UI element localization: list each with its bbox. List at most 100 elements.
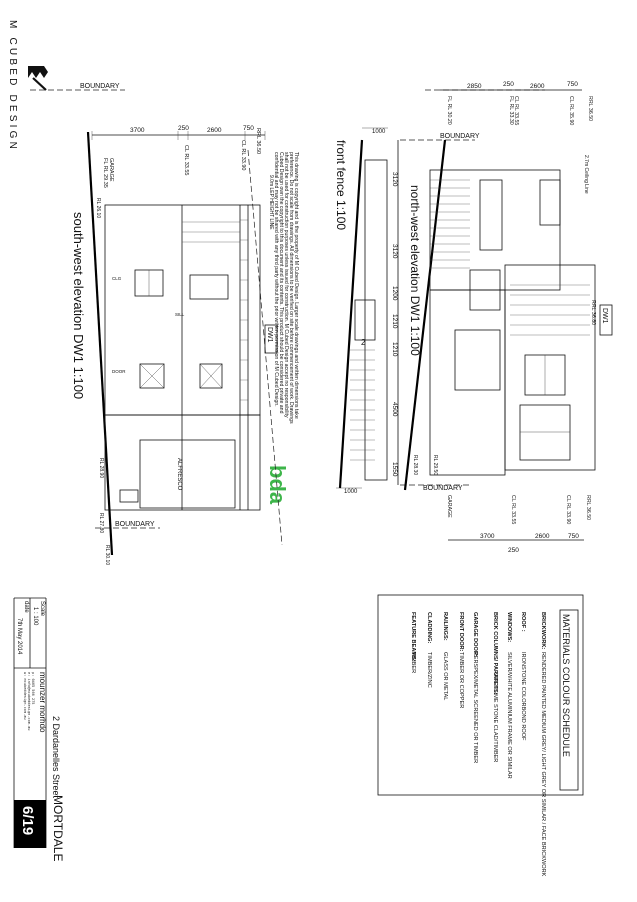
svg-text:e: info@mcubeddesign.com.au: e: info@mcubeddesign.com.au xyxy=(27,672,31,730)
svg-text:CL RL 35.90: CL RL 35.90 xyxy=(568,96,574,125)
svg-text:PERSPEX/METAL SCREENED OR TIMB: PERSPEX/METAL SCREENED OR TIMBER xyxy=(472,652,478,763)
svg-text:2: 2 xyxy=(361,338,366,347)
svg-text:3120: 3120 xyxy=(391,172,398,187)
svg-text:750: 750 xyxy=(568,533,579,540)
svg-text:DW1: DW1 xyxy=(601,308,608,324)
svg-text:2600: 2600 xyxy=(535,533,550,540)
svg-text:CL RL 33.90: CL RL 33.90 xyxy=(565,495,571,524)
svg-text:4500: 4500 xyxy=(391,402,398,417)
svg-text:1210: 1210 xyxy=(391,342,398,357)
svg-text:RAILINGS:: RAILINGS: xyxy=(442,612,448,641)
svg-text:Cubed Design own the copyright: Cubed Design own the copyright to this d… xyxy=(278,152,284,414)
copyright-notice: This drawing is copyright and is the pro… xyxy=(273,152,299,424)
schedule-title: MATERIALS COLOUR SCHEDULE xyxy=(561,614,571,757)
svg-text:GLASS OR METAL: GLASS OR METAL xyxy=(442,652,448,700)
schedule-row: FEATURE BEAMS: TIMBER xyxy=(410,612,416,673)
svg-text:750: 750 xyxy=(567,81,578,88)
svg-text:FL RL 29.35: FL RL 29.35 xyxy=(102,158,108,188)
svg-text:CLG: CLG xyxy=(112,276,122,281)
brand-logo-icon xyxy=(28,66,48,91)
svg-text:9.0m LEP HEIGHT LINE: 9.0m LEP HEIGHT LINE xyxy=(268,175,274,230)
svg-text:2.7m Ceiling Line: 2.7m Ceiling Line xyxy=(583,155,589,194)
svg-text:IRONSTONE COLORBOND ROOF: IRONSTONE COLORBOND ROOF xyxy=(520,652,526,741)
project-address: 2 Dardanelles Street xyxy=(51,716,61,799)
svg-text:ROOF :: ROOF : xyxy=(520,612,526,632)
svg-text:bda: bda xyxy=(265,465,290,505)
svg-text:BRICK COLUMNS/ PARAPETS:: BRICK COLUMNS/ PARAPETS: xyxy=(492,612,498,695)
svg-text:1200: 1200 xyxy=(391,286,398,301)
project-suburb: MORTDALE xyxy=(51,795,65,861)
southwest-elevation: BOUNDARY BOUNDARY 3700 250 2600 750 FL R… xyxy=(30,83,283,565)
southwest-title: south-west elevation DW1 1:100 xyxy=(71,212,86,399)
svg-text:FL RL 33.30: FL RL 33.30 xyxy=(508,96,514,125)
svg-text:CL RL 33.55: CL RL 33.55 xyxy=(510,495,516,524)
svg-text:CL RL 33.90: CL RL 33.90 xyxy=(240,140,246,170)
materials-schedule: MATERIALS COLOUR SCHEDULE BRICKWORK: REN… xyxy=(377,594,584,877)
svg-text:confidential and may not be sh: confidential and may not be shared with … xyxy=(273,152,279,407)
schedule-row: FRONT DOOR: TIMBER OR COPPER xyxy=(458,612,464,708)
alfresco-label: ALFRESCO xyxy=(176,458,182,491)
svg-text:FL RL 30.20: FL RL 30.20 xyxy=(446,96,452,125)
svg-text:2850: 2850 xyxy=(467,83,482,90)
svg-text:WINDOWS:: WINDOWS: xyxy=(506,612,512,642)
svg-text:FEATURE BEAMS:: FEATURE BEAMS: xyxy=(410,612,416,662)
bda-logo-icon: bda xyxy=(265,465,290,505)
svg-text:3120: 3120 xyxy=(391,244,398,259)
northwest-elevation: BOUNDARY BOUNDARY 2850 250 2600 750 FL R… xyxy=(391,81,613,554)
svg-text:RENDERED PAINTED MEDIUM GREY/: RENDERED PAINTED MEDIUM GREY/ LIGHT GREY… xyxy=(540,652,546,877)
title-block: Scale 1 : 100 date 7th May 2014 mounzer … xyxy=(13,597,65,861)
svg-text:3700: 3700 xyxy=(130,127,145,134)
boundary-label: BOUNDARY xyxy=(423,485,463,492)
svg-text:FRONT DOOR:: FRONT DOOR: xyxy=(458,612,464,652)
svg-text:RRL 36.80: RRL 36.80 xyxy=(590,300,596,325)
svg-text:This drawing is copyright and: This drawing is copyright and is the pro… xyxy=(293,152,299,419)
svg-text:2600: 2600 xyxy=(207,127,222,134)
front-fence-title: front fence 1:100 xyxy=(334,140,348,230)
sheet-number: 6/19 xyxy=(19,806,36,835)
svg-text:SILVER/WHITE ALUMINIUM FRAME O: SILVER/WHITE ALUMINIUM FRAME OR SIMILAR xyxy=(506,652,512,779)
svg-text:GREY/LIME STONE CLAD/TIMBER: GREY/LIME STONE CLAD/TIMBER xyxy=(492,672,498,762)
svg-text:1550: 1550 xyxy=(391,462,398,477)
boundary-label: BOUNDARY xyxy=(80,83,120,90)
svg-text:RL 27.80: RL 27.80 xyxy=(98,513,104,533)
schedule-row: WINDOWS: SILVER/WHITE ALUMINIUM FRAME OR… xyxy=(506,612,512,779)
svg-text:250: 250 xyxy=(178,125,189,132)
svg-text:750: 750 xyxy=(243,125,254,132)
svg-text:DW1: DW1 xyxy=(266,327,273,343)
svg-text:TIMBER: TIMBER xyxy=(410,652,416,673)
svg-text:1210: 1210 xyxy=(391,314,398,329)
brand-name: M CUBED DESIGN xyxy=(7,20,18,152)
svg-text:RL 28.90: RL 28.90 xyxy=(98,458,104,478)
svg-text:GARAGE DOOR:: GARAGE DOOR: xyxy=(472,612,478,657)
svg-text:7th May 2014: 7th May 2014 xyxy=(16,618,22,655)
client-name: mounzer morhdo xyxy=(38,672,47,733)
roof-hatch xyxy=(182,219,248,401)
svg-text:RL 26.10: RL 26.10 xyxy=(95,198,101,218)
svg-text:SILL: SILL xyxy=(175,312,185,317)
svg-text:RRL 36.50: RRL 36.50 xyxy=(587,96,593,121)
svg-text:CLADDING:: CLADDING: xyxy=(426,612,432,644)
schedule-row: CLADDING: TIMBER/ZINC xyxy=(426,612,432,688)
fence-slats xyxy=(350,349,375,461)
svg-text:RRL 36.50: RRL 36.50 xyxy=(585,495,591,520)
svg-text:1000: 1000 xyxy=(372,129,386,135)
svg-text:date: date xyxy=(23,601,29,613)
svg-text:GARAGE: GARAGE xyxy=(446,495,452,518)
svg-text:250: 250 xyxy=(508,547,519,554)
svg-text:Scale: Scale xyxy=(39,601,45,617)
northwest-title: north-west elevation DW1 1:100 xyxy=(408,185,422,356)
schedule-row: GARAGE DOOR: PERSPEX/METAL SCREENED OR T… xyxy=(472,612,478,763)
schedule-row: ROOF : IRONSTONE COLORBOND ROOF xyxy=(520,612,526,741)
svg-text:GARAGE: GARAGE xyxy=(108,158,114,182)
schedule-row: RAILINGS: GLASS OR METAL xyxy=(442,612,448,700)
svg-text:BRICKWORK:: BRICKWORK: xyxy=(540,612,546,649)
svg-text:250: 250 xyxy=(503,81,514,88)
svg-text:2600: 2600 xyxy=(530,83,545,90)
svg-text:RRL 36.50: RRL 36.50 xyxy=(255,128,261,154)
svg-text:RL 30.10: RL 30.10 xyxy=(104,545,110,565)
svg-text:CL RL 33.55: CL RL 33.55 xyxy=(513,96,519,125)
svg-text:p: 0405 566 275: p: 0405 566 275 xyxy=(31,672,35,704)
schedule-row: BRICK COLUMNS/ PARAPETS: GREY/LIME STONE… xyxy=(492,612,498,762)
svg-text:TIMBER/ZINC: TIMBER/ZINC xyxy=(426,652,432,688)
